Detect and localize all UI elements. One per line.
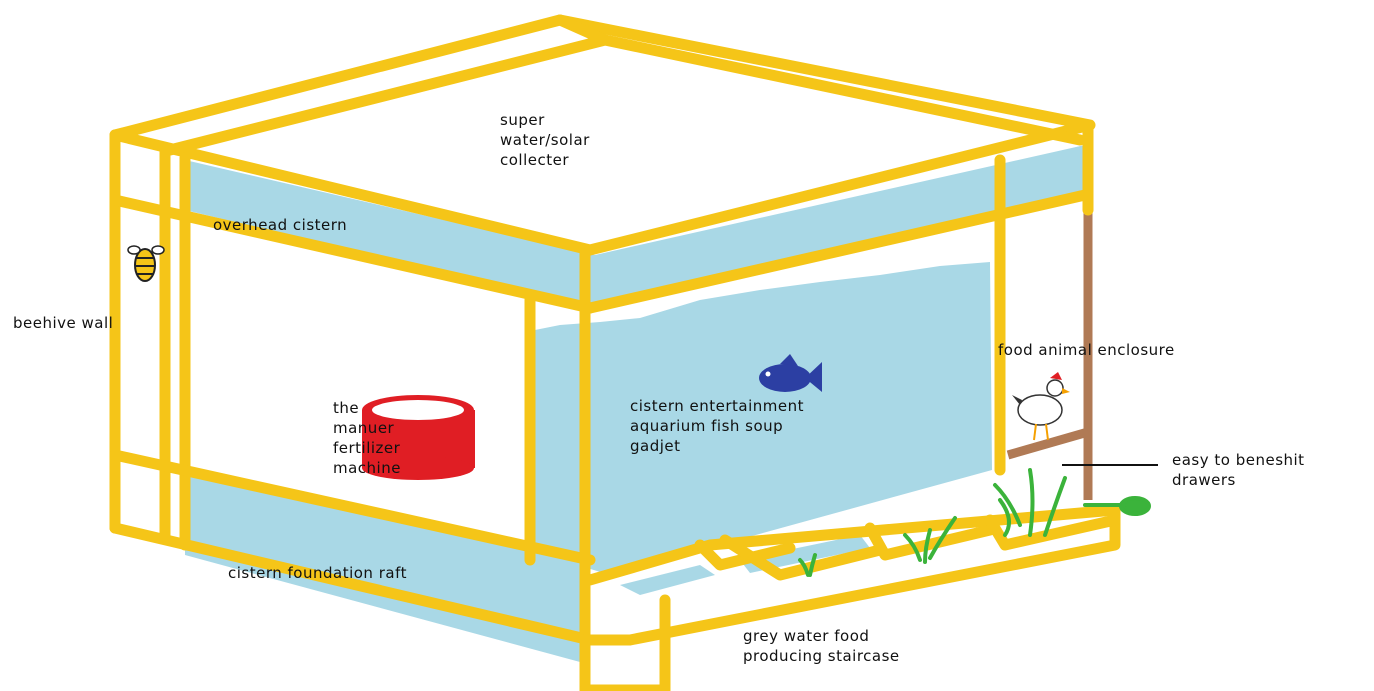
overhead-cistern-left [185,160,595,308]
label-drawers: easy to beneshit drawers [1172,451,1305,489]
label-grey-water: grey water food producing staircase [743,627,900,665]
label-overhead-cistern: overhead cistern [213,216,348,234]
red-bucket-icon [362,395,475,480]
bee-icon [127,245,165,282]
chicken-icon [1012,372,1070,441]
label-aquarium: cistern entertainment aquarium fish soup… [630,397,805,455]
stair-water-2 [740,535,870,573]
label-beehive-wall: beehive wall [13,314,114,332]
animal-enclosure-posts [1006,205,1093,500]
label-manuer-machine: the manuer fertilizer machine [333,399,401,477]
overhead-cistern-right [595,145,1085,308]
aquarium-water [535,262,992,575]
label-food-animal-enclosure: food animal enclosure [998,341,1175,359]
plant-icon [798,468,1151,577]
stair-water-1 [620,565,715,595]
fish-icon [759,354,822,392]
label-super-collector: super water/solar collecter [500,111,590,169]
label-foundation-raft: cistern foundation raft [228,564,407,582]
cube-frame [109,14,1121,691]
wall-corner-water [1005,145,1085,200]
